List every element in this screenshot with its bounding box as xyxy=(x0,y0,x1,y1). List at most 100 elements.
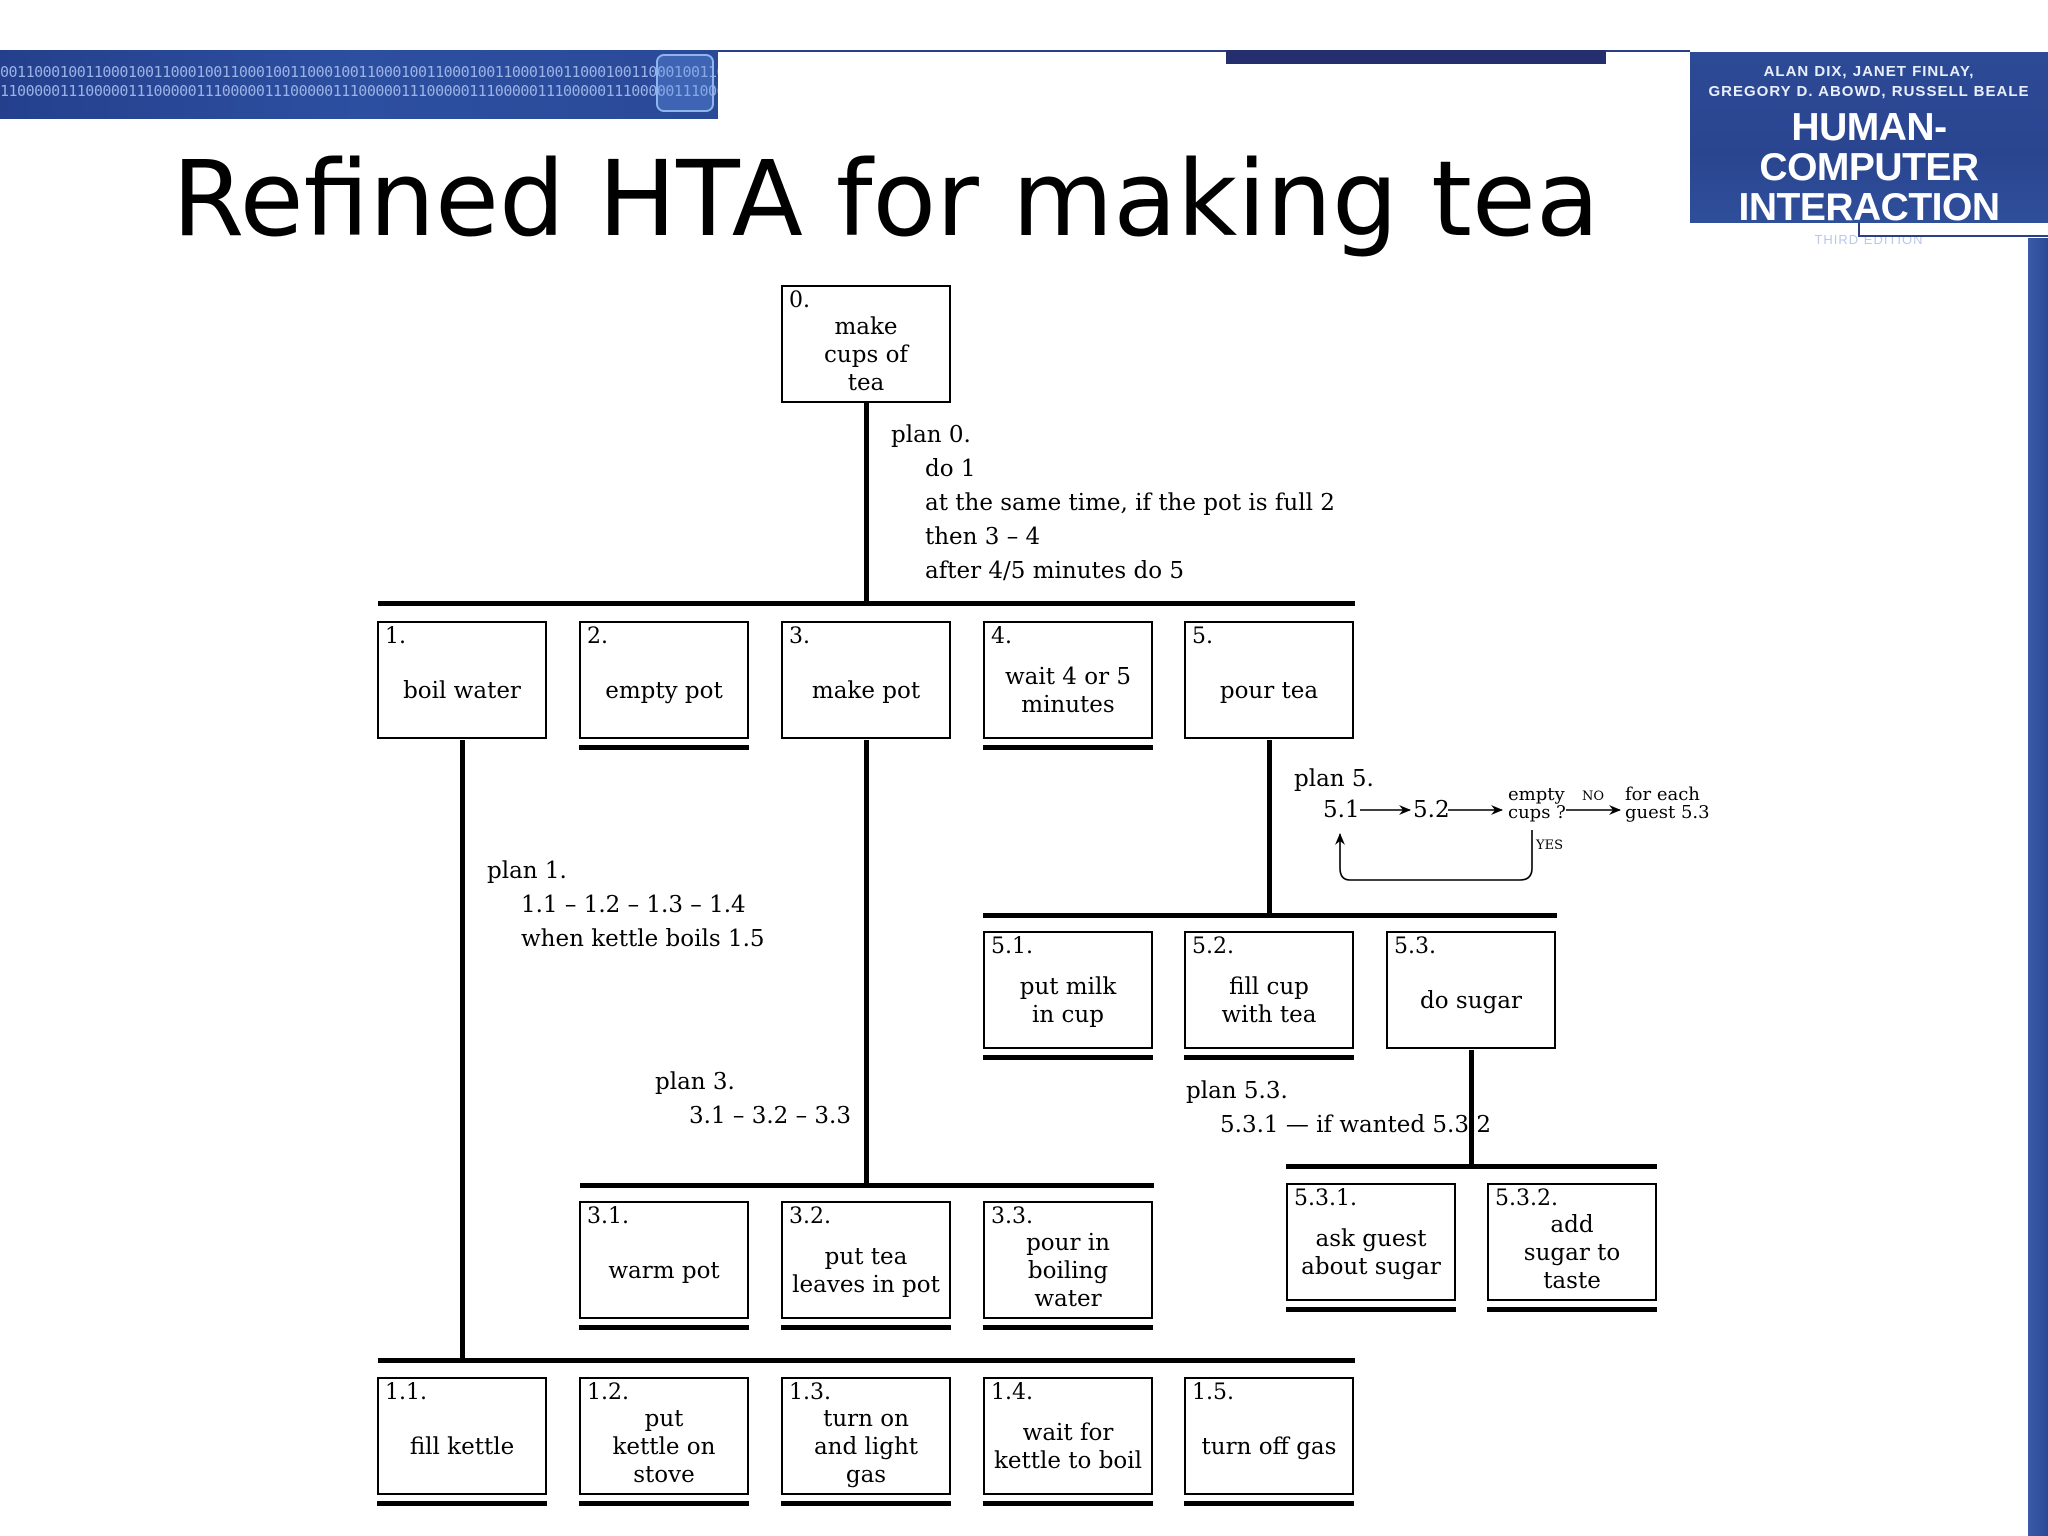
task-label: turn off gas xyxy=(1201,1434,1337,1460)
task-number: 1.3. xyxy=(789,1380,831,1405)
action-line: guest 5.3 xyxy=(1625,802,1710,823)
plan-line: when kettle boils 1.5 xyxy=(521,926,765,952)
task-number: 5. xyxy=(1192,624,1213,649)
plan-5-no-label: NO xyxy=(1582,789,1605,804)
task-label: turn on and light gas xyxy=(813,1406,919,1488)
plan-5-step-5-1: 5.1 xyxy=(1323,793,1360,827)
task-label: fill cup with tea xyxy=(1221,974,1317,1028)
book-authors-2: GREGORY D. ABOWD, RUSSELL BEALE xyxy=(1708,83,2030,100)
plan-line: then 3 – 4 xyxy=(925,524,1041,550)
plan-line: do 1 xyxy=(925,456,976,482)
plan-5-title: plan 5. xyxy=(1294,762,1374,796)
task-4: 4. wait 4 or 5 minutes xyxy=(983,621,1153,750)
task-label: pour in boiling water xyxy=(1026,1230,1110,1312)
plan-title: plan 1. xyxy=(487,858,567,884)
task-label: add sugar to taste xyxy=(1523,1212,1621,1294)
plan-title: plan 5.3. xyxy=(1186,1078,1288,1104)
task-number: 2. xyxy=(587,624,608,649)
book-authors-1: ALAN DIX, JANET FINLAY, xyxy=(1763,63,1975,80)
task-label: boil water xyxy=(403,678,521,704)
connector-5-down xyxy=(1267,740,1272,918)
task-label: ask guest about sugar xyxy=(1301,1226,1441,1280)
task-number: 1.4. xyxy=(991,1380,1033,1405)
banner-binary-line-1: 0011000100110001001100010011000100110001… xyxy=(0,63,718,81)
task-number: 3.1. xyxy=(587,1204,629,1229)
plan-5-yes-label: YES xyxy=(1536,838,1563,853)
level53-bar xyxy=(1286,1164,1657,1169)
task-number: 5.1. xyxy=(991,934,1033,959)
decision-line: empty xyxy=(1508,784,1565,805)
task-label: do sugar xyxy=(1420,988,1522,1014)
banner-logo-icon xyxy=(656,54,714,112)
connector-3-down xyxy=(864,740,869,1187)
task-number: 4. xyxy=(991,624,1012,649)
task-label: put kettle on stove xyxy=(612,1406,716,1488)
connector-53-down xyxy=(1469,1050,1474,1168)
arrow-yes-loop xyxy=(1335,830,1533,881)
task-1-3: 1.3. turn on and light gas xyxy=(781,1377,951,1506)
connector-1-down xyxy=(460,740,465,1363)
task-number: 5.2. xyxy=(1192,934,1234,959)
action-line: for each xyxy=(1625,784,1700,805)
task-1-4: 1.4. wait for kettle to boil xyxy=(983,1377,1153,1506)
task-0: 0. make cups of tea xyxy=(781,285,951,403)
task-number: 3. xyxy=(789,624,810,649)
plan-line: 3.1 – 3.2 – 3.3 xyxy=(689,1103,851,1129)
plan-0: plan 0. do 1 at the same time, if the po… xyxy=(891,418,1335,588)
book-cover-logo: ALAN DIX, JANET FINLAY, GREGORY D. ABOWD… xyxy=(1690,52,2048,247)
level5-bar xyxy=(983,913,1557,918)
plan-line: after 4/5 minutes do 5 xyxy=(925,558,1184,584)
task-2: 2. empty pot xyxy=(579,621,749,750)
task-1: 1. boil water xyxy=(377,621,547,739)
task-number: 1.2. xyxy=(587,1380,629,1405)
decision-line: cups ? xyxy=(1508,802,1566,823)
plan-line: 1.1 – 1.2 – 1.3 – 1.4 xyxy=(521,892,746,918)
task-number: 5.3.1. xyxy=(1294,1186,1357,1211)
plan-title: plan 5. xyxy=(1294,766,1374,792)
plan-line: at the same time, if the pot is full 2 xyxy=(925,490,1335,516)
task-label: warm pot xyxy=(608,1258,720,1284)
connector-0-down xyxy=(864,403,869,605)
task-number: 1. xyxy=(385,624,406,649)
task-1-2: 1.2. put kettle on stove xyxy=(579,1377,749,1506)
plan-5-for-each: for each guest 5.3 xyxy=(1625,786,1710,822)
task-label: fill kettle xyxy=(409,1434,515,1460)
level1-1-bar xyxy=(378,1358,1355,1363)
task-label: put tea leaves in pot xyxy=(792,1244,940,1298)
task-label: make cups of tea xyxy=(824,314,908,396)
task-5-3: 5.3. do sugar xyxy=(1386,931,1556,1049)
book-title-2: INTERACTION xyxy=(1738,186,2001,229)
task-label: wait for kettle to boil xyxy=(994,1420,1142,1474)
plan-step: 5.2 xyxy=(1413,797,1450,823)
plan-5-empty-cups: empty cups ? xyxy=(1508,786,1566,822)
task-number: 1.1. xyxy=(385,1380,427,1405)
plan-3: plan 3. 3.1 – 3.2 – 3.3 xyxy=(655,1065,851,1133)
task-3-2: 3.2. put tea leaves in pot xyxy=(781,1201,951,1330)
task-5-2: 5.2. fill cup with tea xyxy=(1184,931,1354,1060)
plan-title: plan 3. xyxy=(655,1069,735,1095)
task-label: wait 4 or 5 minutes xyxy=(1004,664,1132,718)
level3-bar xyxy=(580,1183,1154,1188)
plan-line: 5.3.1 — if wanted 5.3.2 xyxy=(1220,1112,1491,1138)
side-bracket xyxy=(1858,223,2048,237)
plan-5-step-5-2: 5.2 xyxy=(1413,793,1450,827)
task-number: 3.3. xyxy=(991,1204,1033,1229)
task-3: 3. make pot xyxy=(781,621,951,739)
task-5-3-1: 5.3.1. ask guest about sugar xyxy=(1286,1183,1456,1312)
task-number: 3.2. xyxy=(789,1204,831,1229)
task-number: 5.3. xyxy=(1394,934,1436,959)
side-bar xyxy=(2028,238,2048,1536)
plan-1: plan 1. 1.1 – 1.2 – 1.3 – 1.4 when kettl… xyxy=(487,854,765,956)
task-number: 5.3.2. xyxy=(1495,1186,1558,1211)
level1-bar xyxy=(378,601,1355,606)
task-label: pour tea xyxy=(1219,678,1319,704)
task-label: make pot xyxy=(811,678,921,704)
task-5-3-2: 5.3.2. add sugar to taste xyxy=(1487,1183,1657,1312)
plan-step: 5.1 xyxy=(1323,797,1360,823)
plan-title: plan 0. xyxy=(891,422,971,448)
slide-title: Refined HTA for making tea xyxy=(172,138,1600,260)
header-accent-bar xyxy=(1226,50,1606,64)
task-1-5: 1.5. turn off gas xyxy=(1184,1377,1354,1506)
header-banner: 0011000100110001001100010011000100110001… xyxy=(0,50,718,119)
